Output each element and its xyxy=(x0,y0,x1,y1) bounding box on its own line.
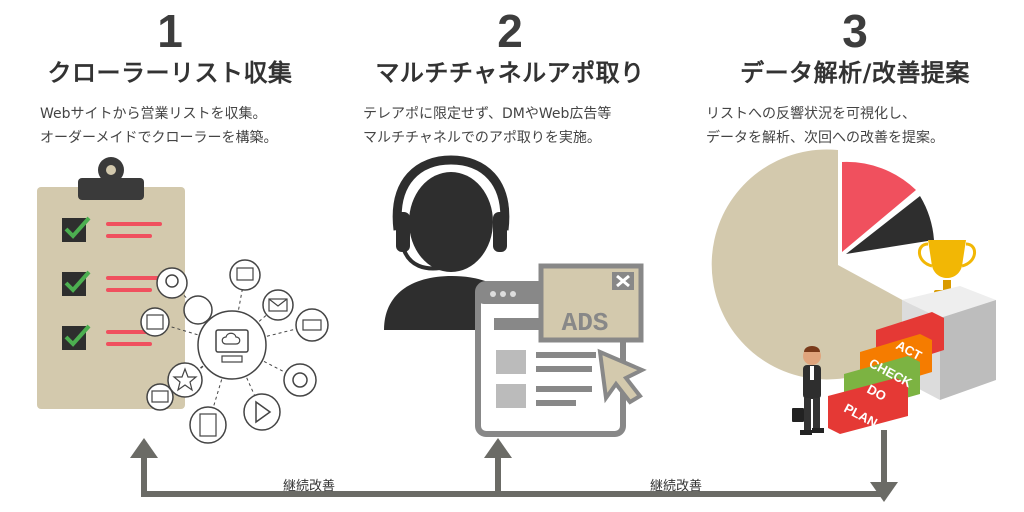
loop-label: 継続改善 xyxy=(283,479,336,494)
step-description: リストへの反響状況を可視化し、 データを解析、次回への改善を提案。 xyxy=(706,102,1020,150)
ad-browser-window-icon: ADS xyxy=(475,263,647,437)
cursor-icon xyxy=(597,348,647,405)
desc-line: マルチチャネルでのアポ取りを実施。 xyxy=(363,130,601,146)
checkbox-icon xyxy=(62,216,162,242)
step-3: 3 データ解析/改善提案 リストへの反響状況を可視化し、 データを解析、次回への… xyxy=(690,0,1020,150)
step-1: 1 クローラーリスト収集 Webサイトから営業リストを収集。 オーダーメイドでク… xyxy=(20,0,320,150)
network-diagram xyxy=(140,259,329,444)
step-description: テレアポに限定せず、DMやWeb広告等 マルチチャネルでのアポ取りを実施。 xyxy=(363,102,675,150)
desc-line: リストへの反響状況を可視化し、 xyxy=(706,106,916,122)
checkbox-icon xyxy=(62,324,162,350)
loop-label: 継続改善 xyxy=(650,479,703,494)
step-title: データ解析/改善提案 xyxy=(740,59,970,87)
desc-line: オーダーメイドでクローラーを構築。 xyxy=(40,130,278,146)
step-number: 2 xyxy=(497,5,523,57)
step-title: マルチチャネルアポ取り xyxy=(375,59,645,87)
ads-label: ADS xyxy=(562,308,609,338)
arrow-heads xyxy=(130,438,898,502)
step-title: クローラーリスト収集 xyxy=(47,59,293,87)
businessman-icon xyxy=(792,346,824,435)
clipboard-icon xyxy=(37,157,185,409)
arrow-up-icon xyxy=(484,438,512,458)
arrow-up-icon xyxy=(130,438,158,458)
desc-line: テレアポに限定せず、DMやWeb広告等 xyxy=(363,106,612,122)
desc-line: データを解析、次回への改善を提案。 xyxy=(706,130,944,146)
step-number: 1 xyxy=(157,5,183,57)
step-description: Webサイトから営業リストを収集。 オーダーメイドでクローラーを構築。 xyxy=(40,102,320,150)
checkbox-icon xyxy=(62,270,162,296)
arrow-down-icon xyxy=(870,482,898,502)
desc-line: Webサイトから営業リストを収集。 xyxy=(40,106,267,122)
connector-icon xyxy=(183,295,213,325)
pie-chart-icon xyxy=(711,149,934,380)
step-2: 2 マルチチャネルアポ取り テレアポに限定せず、DMやWeb広告等 マルチチャネ… xyxy=(345,0,675,150)
step-number: 3 xyxy=(842,5,868,57)
improvement-loop-arrows xyxy=(141,430,887,497)
pdca-stairs: ACT CHECK DO PLAN xyxy=(828,312,944,434)
